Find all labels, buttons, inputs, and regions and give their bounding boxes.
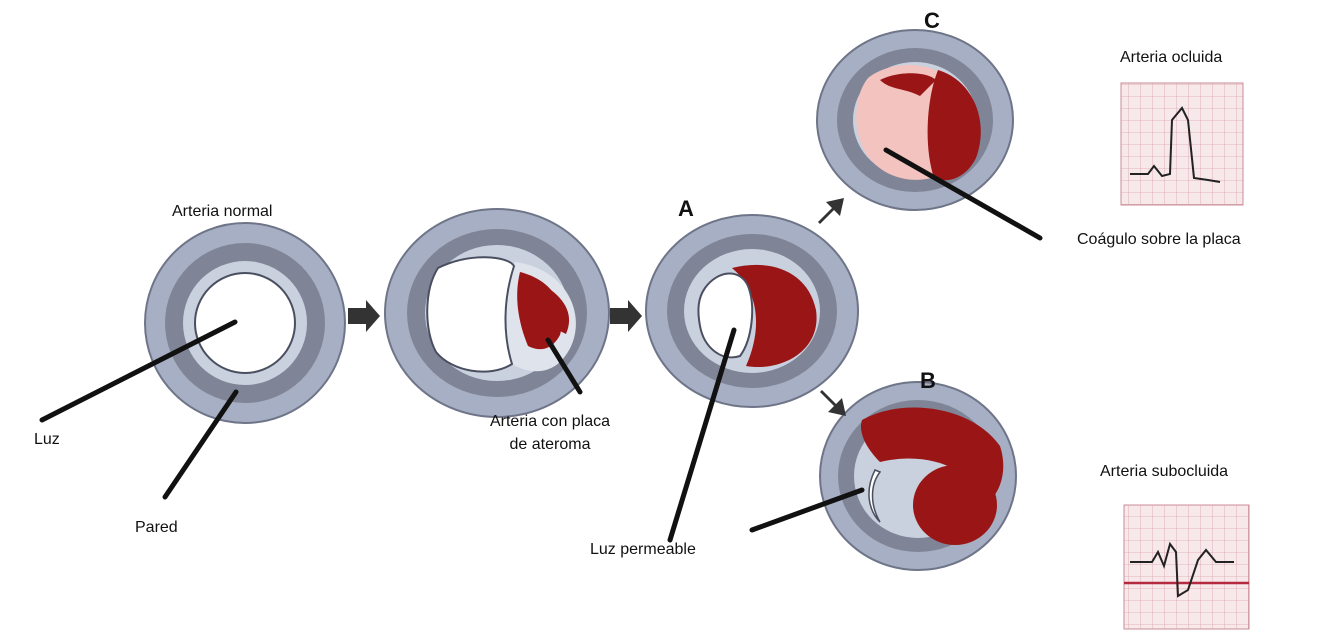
- lumen: [427, 257, 514, 371]
- plaque-core: [913, 465, 997, 545]
- label-arteria-normal: Arteria normal: [172, 202, 272, 222]
- artery-normal: [145, 223, 345, 423]
- label-plaque-line2: de ateroma: [470, 435, 630, 455]
- arrow-down-right: [820, 390, 846, 416]
- arrow-right-1: [348, 300, 380, 332]
- arrow-right-2: [610, 300, 642, 332]
- label-luz: Luz: [34, 430, 60, 450]
- ecg-occluded: [1121, 83, 1243, 205]
- label-arteria-subocluida: Arteria subocluida: [1100, 462, 1228, 482]
- artery-b: [820, 382, 1016, 570]
- label-coagulo: Coágulo sobre la placa: [1077, 230, 1241, 250]
- label-pared: Pared: [135, 518, 178, 538]
- letter-a: A: [678, 196, 694, 222]
- label-arteria-ocluida: Arteria ocluida: [1120, 48, 1222, 68]
- ecg-subocclusion: [1124, 505, 1249, 629]
- letter-b: B: [920, 368, 936, 394]
- artery-c: [817, 30, 1013, 210]
- arrow-up-right: [818, 198, 844, 224]
- letter-c: C: [924, 8, 940, 34]
- label-plaque-line1: Arteria con placa: [470, 412, 630, 432]
- label-luz-permeable: Luz permeable: [590, 540, 696, 560]
- artery-a: [646, 215, 858, 407]
